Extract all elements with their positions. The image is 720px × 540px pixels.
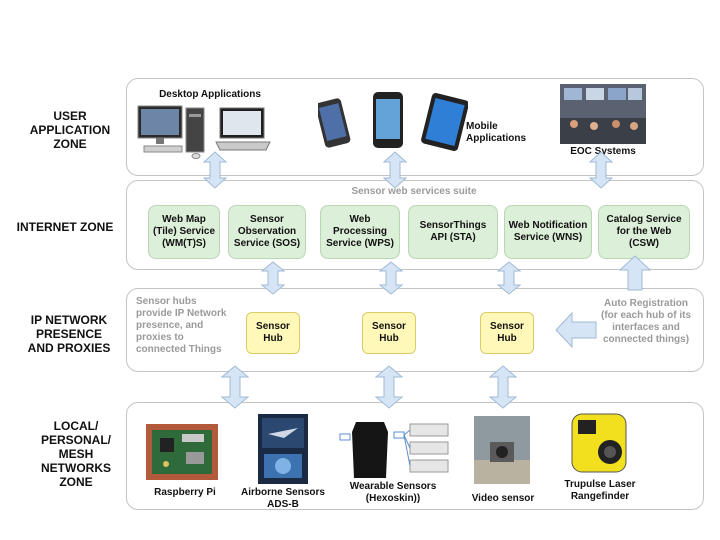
- arrow-hub3-internet: [496, 261, 522, 295]
- arrow-auto-registration-up: [618, 255, 652, 291]
- laptop-image: [215, 107, 271, 151]
- zone-label-local: LOCAL/ PERSONAL/ MESH NETWORKS ZONE: [40, 419, 111, 489]
- eoc-systems-caption: EOC Systems: [570, 146, 636, 157]
- video-sensor-image: [474, 416, 530, 484]
- service-sos: Sensor Observation Service (SOS): [228, 205, 306, 259]
- arrow-mobile-internet: [382, 151, 408, 189]
- service-sta: SensorThings API (STA): [408, 205, 498, 259]
- sensor-hub-3: Sensor Hub: [480, 312, 534, 354]
- arrow-hub2-internet: [378, 261, 404, 295]
- zone-label-internet: INTERNET ZONE: [16, 220, 114, 234]
- video-sensor-caption: Video sensor: [471, 493, 535, 504]
- mobile-phones-image: [318, 92, 468, 151]
- desktop-applications-caption: Desktop Applications: [159, 89, 261, 100]
- mobile-applications-caption: Mobile Applications: [466, 121, 527, 144]
- sensor-hub-1: Sensor Hub: [246, 312, 300, 354]
- service-wps: Web Processing Service (WPS): [320, 205, 400, 259]
- airborne-sensors-image: [258, 414, 308, 484]
- wearable-sensors-image: [339, 422, 449, 478]
- trupulse-caption: Trupulse Laser Rangefinder: [564, 479, 636, 502]
- trupulse-rangefinder-image: [571, 413, 627, 473]
- suite-title: Sensor web services suite: [351, 186, 477, 197]
- desktop-computer-image: [137, 105, 205, 159]
- auto-registration-note: Auto Registration (for each hub of its i…: [601, 298, 691, 345]
- arrow-desktop-internet: [202, 151, 228, 189]
- sensor-hubs-note: Sensor hubs provide IP Network presence,…: [136, 296, 227, 355]
- sensor-hub-2: Sensor Hub: [362, 312, 416, 354]
- arrow-auto-registration-left: [555, 311, 597, 349]
- arrow-local-hub-left: [220, 365, 250, 409]
- zone-label-user: USER APPLICATION ZONE: [29, 109, 111, 151]
- service-wns: Web Notification Service (WNS): [504, 205, 592, 259]
- arrow-local-hub-middle: [374, 365, 404, 409]
- eoc-systems-image: [560, 84, 646, 144]
- arrow-local-hub-right: [488, 365, 518, 409]
- raspberry-pi-image: [146, 424, 218, 480]
- arrow-eoc-internet: [588, 151, 614, 189]
- wearable-sensors-caption: Wearable Sensors (Hexoskin)): [349, 481, 437, 504]
- zone-label-ip: IP NETWORK PRESENCE AND PROXIES: [27, 313, 111, 355]
- arrow-hub1-internet: [260, 261, 286, 295]
- airborne-sensors-caption: Airborne Sensors ADS-B: [241, 487, 325, 510]
- service-csw: Catalog Service for the Web (CSW): [598, 205, 690, 259]
- raspberry-pi-caption: Raspberry Pi: [154, 487, 216, 498]
- service-wmts: Web Map (Tile) Service (WM(T)S): [148, 205, 220, 259]
